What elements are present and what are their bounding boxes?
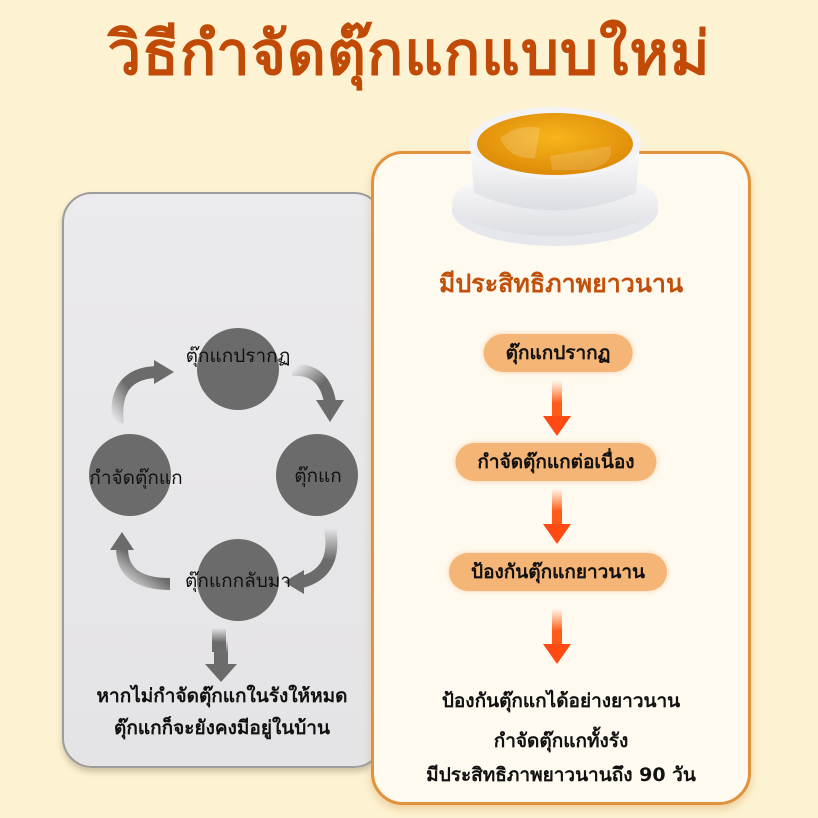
step-pill-prevent: ป้องกันตุ๊กแกยาวนาน [449,553,667,591]
cycle-node-right [276,434,358,516]
note-line: ตุ๊กแกก็จะยังคงมีอยู่ในบ้าน [114,717,330,739]
result-line: กำจัดตุ๊กแกทั้งรัง [493,730,629,752]
new-method-result: ป้องกันตุ๊กแกได้อย่างยาวนาน กำจัดตุ๊กแกท… [371,684,751,792]
orange-down-arrow-icon [543,608,571,664]
cycle-arrow-right-bottom [284,526,338,594]
down-arrow-head-icon [205,640,237,682]
new-method-heading: มีประสิทธิภาพยาวนาน [438,269,684,298]
step-pill-eliminate: กำจัดตุ๊กแกต่อเนื่อง [455,443,657,481]
step-pill-appear: ตุ๊กแกปรากฏ [483,334,633,372]
cycle-node-left [89,434,171,516]
cycle-diagram [89,328,358,652]
cycle-arrow-top-right [291,363,344,422]
cycle-label-appear: ตุ๊กแกปรากฏ [185,345,291,367]
bait-bowl-icon [452,107,658,246]
note-line: หากไม่กำจัดตุ๊กแกในรังให้หมด [96,685,348,707]
cycle-label-eliminate: กำจัดตุ๊กแก [89,467,183,489]
cycle-label-gecko: ตุ๊กแก [294,465,342,487]
cycle-node-top [197,328,279,410]
orange-down-arrow-icon [543,380,571,436]
cycle-label-return: ตุ๊กแกกลับมา [185,570,291,592]
orange-down-arrow-icon [543,488,571,544]
cycle-node-bottom [197,539,279,621]
page-title: วิธีกำจัดตุ๊กแกแบบใหม่ [107,19,711,89]
old-method-note: หากไม่กำจัดตุ๊กแกในรังให้หมด ตุ๊กแกก็จะย… [62,680,382,744]
result-line: มีประสิทธิภาพยาวนานถึง 90 วัน [426,764,696,786]
cycle-arrow-left-top [111,360,174,425]
result-line: ป้องกันตุ๊กแกได้อย่างยาวนาน [441,690,681,712]
cycle-arrow-bottom-left [110,532,171,590]
